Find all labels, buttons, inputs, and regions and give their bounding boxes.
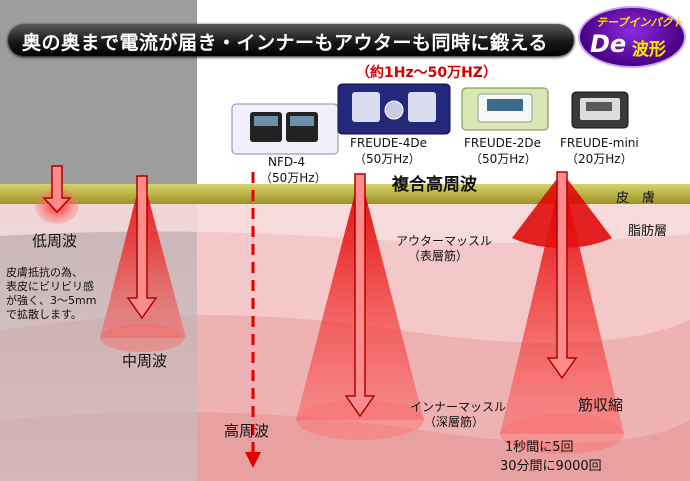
inner-muscle-label: インナーマッスル — [410, 400, 507, 414]
device-name-nfd4: NFD-4 — [268, 155, 306, 169]
skin-layer-label: 皮 膚 — [616, 191, 656, 206]
device-freq-nfd4: （50万Hz） — [260, 171, 327, 185]
outer-muscle-label: アウターマッスル — [396, 234, 493, 248]
low-note-line2: 表皮にビリビリ感 — [6, 280, 94, 293]
frequency-range-note: （約1Hz～50万HZ） — [356, 65, 497, 81]
device-freq-freude4de: （50万Hz） — [354, 152, 421, 166]
rate-line1: 1秒間に5回 — [505, 440, 574, 455]
low-frequency-label: 低周波 — [32, 232, 78, 250]
device-name-freude-mini: FREUDE-mini — [560, 136, 639, 150]
outer-muscle-sub: （表層筋） — [408, 249, 469, 263]
fat-layer-label: 脂肪層 — [628, 224, 668, 239]
badge-line1: テーブインパクト — [596, 16, 684, 29]
device-name-freude2de: FREUDE-2De — [464, 136, 542, 150]
muscle-contraction-label: 筋収縮 — [578, 396, 624, 414]
low-note-line4: で拡散します。 — [6, 308, 82, 321]
low-frequency-note: 皮膚抵抗の為、 表皮にビリビリ感 が強く、3～5mm で拡散します。 — [6, 266, 96, 322]
mid-frequency-label: 中周波 — [122, 352, 168, 370]
low-note-line1: 皮膚抵抗の為、 — [6, 266, 83, 279]
high-frequency-label: 高周波 — [224, 422, 270, 440]
low-note-line3: が強く、3～5mm — [6, 294, 97, 307]
badge-line2: De — [590, 30, 627, 58]
rate-line2: 30分間に9000回 — [500, 459, 602, 474]
device-freq-freude2de: （50万Hz） — [470, 152, 537, 166]
composite-wave-label: 複合高周波 — [392, 175, 477, 195]
inner-muscle-sub: （深層筋） — [424, 415, 485, 429]
badge-line3: 波形 — [632, 40, 666, 60]
device-freq-freude-mini: （20万Hz） — [566, 152, 633, 166]
page-title: 奥の奥まで電流が届き・インナーもアウターも同時に鍛える — [22, 32, 548, 54]
title-banner: 奥の奥まで電流が届き・インナーもアウターも同時に鍛える — [8, 24, 574, 56]
de-waveform-badge: テーブインパクト De 波形 — [578, 6, 686, 68]
device-name-freude4de: FREUDE-4De — [350, 136, 428, 150]
